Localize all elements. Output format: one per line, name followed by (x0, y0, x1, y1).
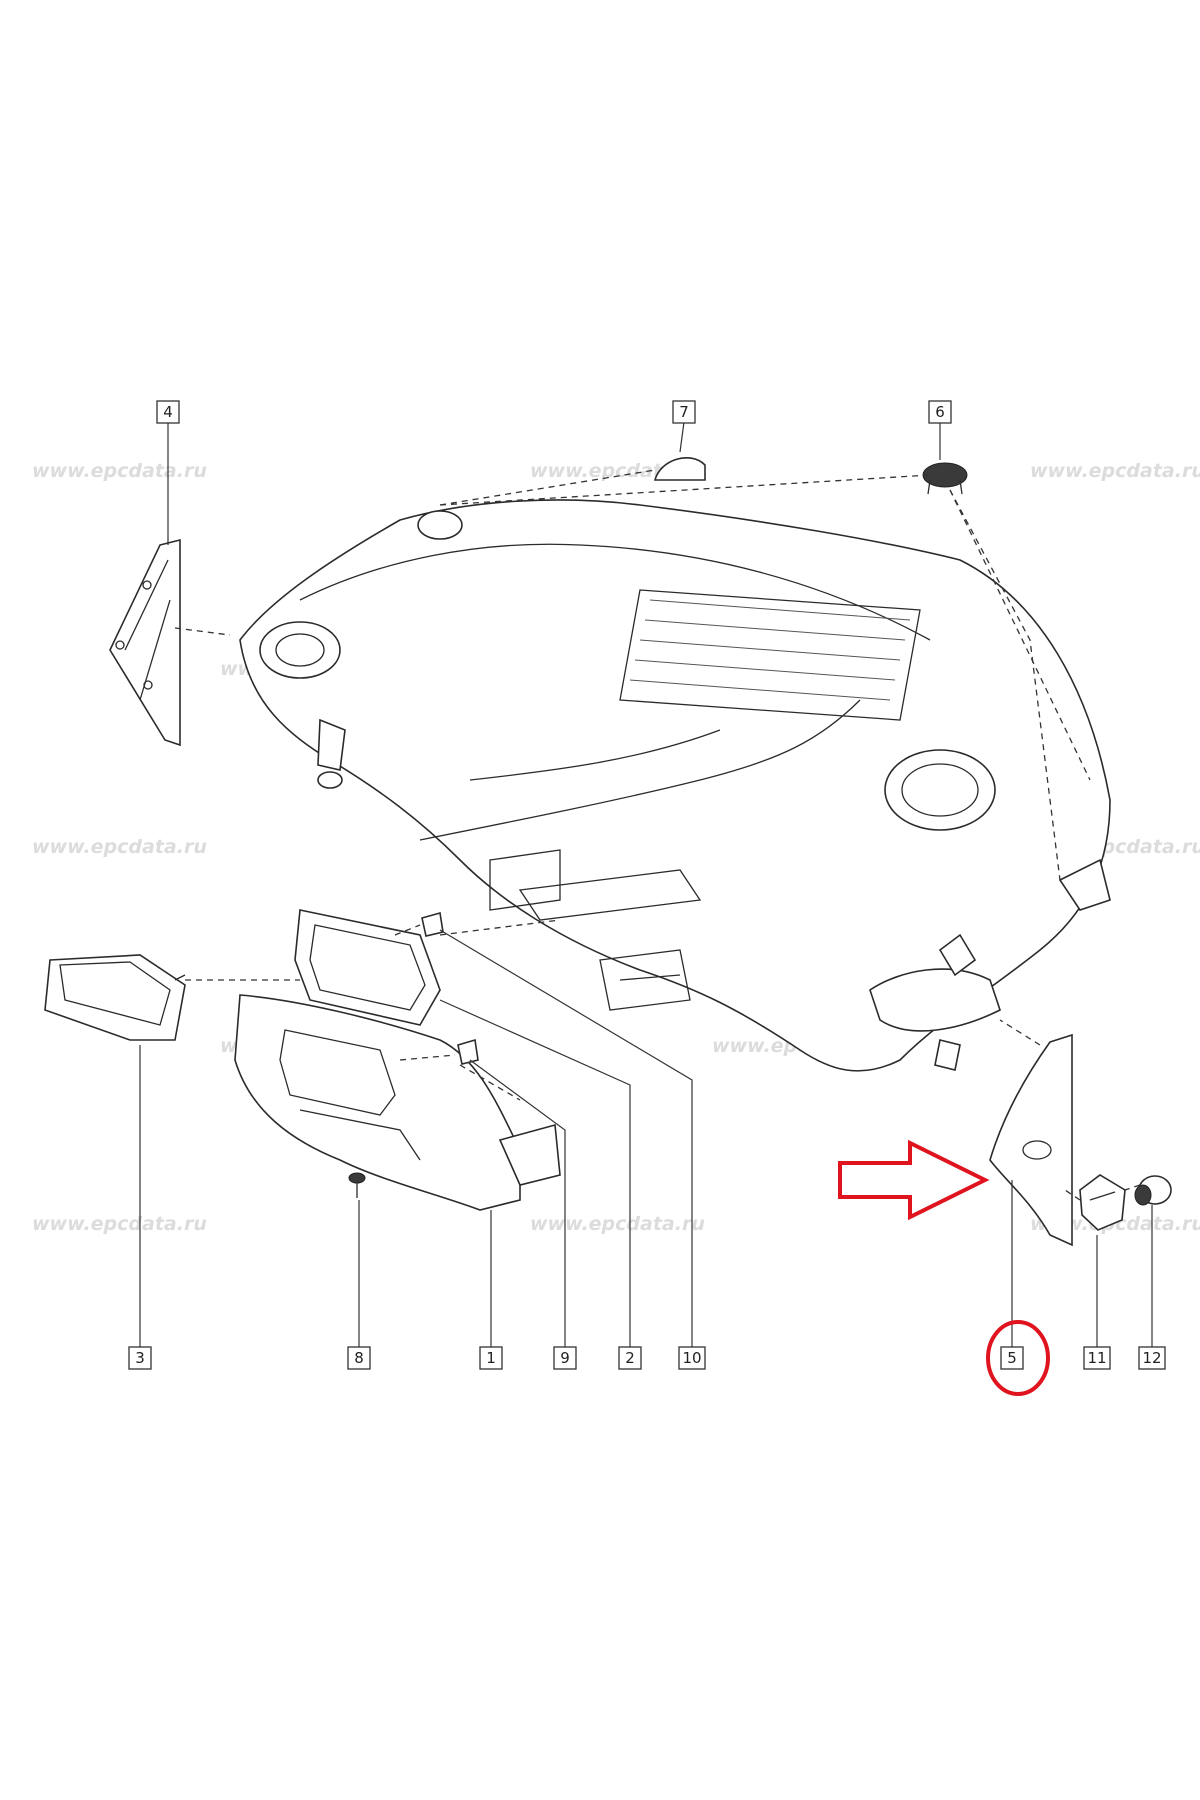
watermark: www.epcdata.ru (32, 1213, 207, 1235)
part-9-clip (457, 1038, 479, 1065)
callout-label: 11 (1087, 1349, 1106, 1367)
callout-3: 3 (128, 1346, 152, 1370)
callout-label: 1 (486, 1349, 496, 1367)
red-arrow-icon (838, 1139, 990, 1221)
callout-12: 12 (1138, 1346, 1166, 1370)
callout-label: 9 (560, 1349, 570, 1367)
part-1-lower-console (234, 994, 561, 1211)
callout-10: 10 (678, 1346, 706, 1370)
red-circle-highlight (986, 1320, 1050, 1396)
part-6-grille (922, 462, 968, 495)
part-11-switch (1079, 1174, 1126, 1231)
watermark: www.epcdata.ru (32, 836, 207, 858)
callout-2: 2 (618, 1346, 642, 1370)
callout-label: 8 (354, 1349, 364, 1367)
part-10-clip (421, 911, 444, 937)
callout-8: 8 (347, 1346, 371, 1370)
callout-11: 11 (1083, 1346, 1111, 1370)
watermark: www.epcdata.ru (32, 460, 207, 482)
callout-9: 9 (553, 1346, 577, 1370)
callout-7: 7 (672, 400, 696, 424)
callout-label: 5 (1007, 1349, 1017, 1367)
part-4-side-panel (109, 538, 181, 747)
leader-lines (139, 421, 1153, 1347)
callout-label: 7 (679, 403, 689, 421)
watermark: www.epcdata.ru (1030, 460, 1200, 482)
assembly-lines (174, 469, 1141, 1201)
callout-label: 4 (163, 403, 173, 421)
highlight-annotations (838, 1139, 1050, 1396)
callouts: 4 7 6 3 8 1 9 2 (128, 400, 1166, 1370)
dashboard-assembly (239, 499, 1111, 1072)
callout-5: 5 (1000, 1346, 1024, 1370)
part-7-cap (653, 456, 706, 481)
part-12-cap (1134, 1175, 1172, 1206)
callout-1: 1 (479, 1346, 503, 1370)
callout-4: 4 (156, 400, 180, 424)
part-3-tray (44, 954, 186, 1041)
part-8-screw (348, 1172, 366, 1198)
part-5-trim-panel (989, 1033, 1073, 1247)
callout-label: 12 (1142, 1349, 1161, 1367)
callout-6: 6 (928, 400, 952, 424)
callout-label: 2 (625, 1349, 635, 1367)
callout-label: 6 (935, 403, 945, 421)
callout-label: 10 (682, 1349, 701, 1367)
part-2-frame (294, 909, 441, 1026)
watermark: www.epcdata.ru (530, 1213, 705, 1235)
callout-label: 3 (135, 1349, 145, 1367)
